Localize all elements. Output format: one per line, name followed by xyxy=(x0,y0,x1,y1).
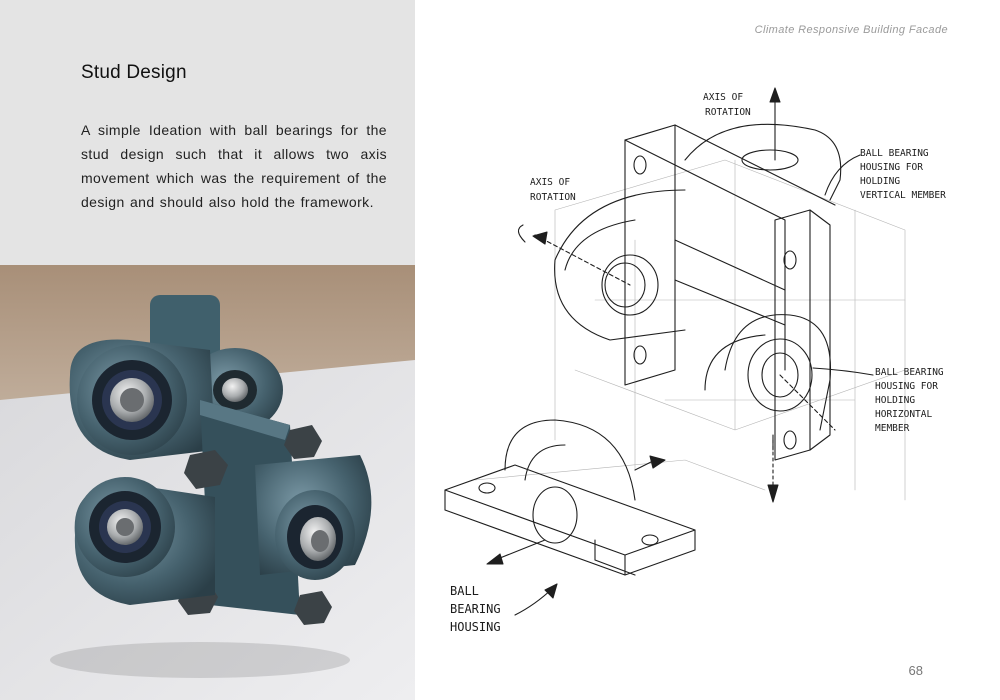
page-number: 68 xyxy=(908,663,923,678)
label-vertical-2: HOUSING FOR xyxy=(860,162,923,173)
label-vertical-4: VERTICAL MEMBER xyxy=(860,190,946,201)
label-axis-left-2: ROTATION xyxy=(530,192,576,203)
page-title: Stud Design xyxy=(81,62,187,83)
bearing-photo xyxy=(0,265,415,700)
stud-sketch: AXIS OF ROTATION AXIS OF ROTATION BALL B… xyxy=(444,87,946,634)
text-panel: Stud Design A simple Ideation with ball … xyxy=(0,0,415,265)
label-axis-left-1: AXIS OF xyxy=(530,177,570,188)
label-vertical-1: BALL BEARING xyxy=(860,148,929,159)
label-axis-top-2: ROTATION xyxy=(705,107,751,118)
label-housing-1: BALL xyxy=(450,584,479,598)
label-vertical-3: HOLDING xyxy=(860,176,900,187)
label-horizontal-3: HOLDING xyxy=(875,395,915,406)
running-header: Climate Responsive Building Facade xyxy=(754,24,948,36)
label-axis-top-1: AXIS OF xyxy=(703,92,743,103)
label-horizontal-1: BALL BEARING xyxy=(875,367,944,378)
label-housing-2: BEARING xyxy=(450,602,501,616)
label-horizontal-4: HORIZONTAL xyxy=(875,409,932,420)
label-horizontal-2: HOUSING FOR xyxy=(875,381,938,392)
description-paragraph: A simple Ideation with ball bearings for… xyxy=(81,122,387,210)
label-housing-3: HOUSING xyxy=(450,620,501,634)
label-horizontal-5: MEMBER xyxy=(875,423,910,434)
